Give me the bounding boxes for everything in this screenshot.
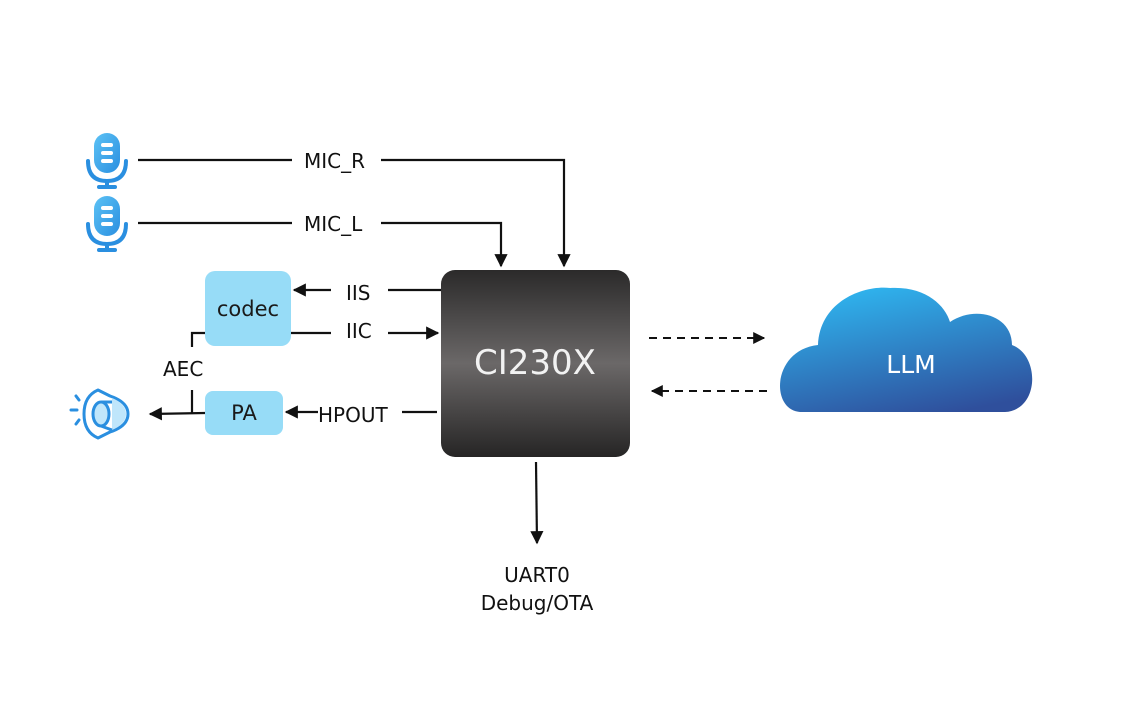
iis-label: IIS	[346, 281, 371, 305]
uart-connection: UART0 Debug/OTA	[481, 461, 594, 615]
chip-ci230x: CI230X	[441, 270, 630, 457]
microphone-icon	[86, 133, 128, 189]
iic-label: IIC	[346, 319, 372, 343]
iis-connection: IIS	[292, 281, 441, 305]
speaker-icon	[69, 388, 130, 440]
pa-label: PA	[231, 401, 257, 425]
chip-label: CI230X	[474, 343, 596, 383]
pa-to-speaker-arrow	[148, 407, 206, 421]
microphone-icon	[86, 196, 128, 252]
aec-connection: AEC	[163, 331, 205, 413]
mic-r-label: MIC_R	[304, 149, 365, 173]
iic-connection: IIC	[291, 319, 440, 343]
hpout-label: HPOUT	[318, 403, 388, 427]
mic-r-connection: MIC_R	[138, 149, 571, 268]
codec-block: codec	[205, 271, 291, 346]
hpout-connection: HPOUT	[284, 403, 437, 427]
codec-label: codec	[217, 297, 279, 321]
llm-cloud: LLM	[780, 287, 1033, 412]
mic-l-connection: MIC_L	[138, 212, 508, 268]
aec-label: AEC	[163, 357, 203, 381]
uart-label: UART0	[504, 563, 570, 587]
mic-l-label: MIC_L	[304, 212, 363, 236]
llm-label: LLM	[886, 350, 935, 379]
uart-sublabel: Debug/OTA	[481, 591, 594, 615]
pa-block: PA	[205, 391, 283, 435]
